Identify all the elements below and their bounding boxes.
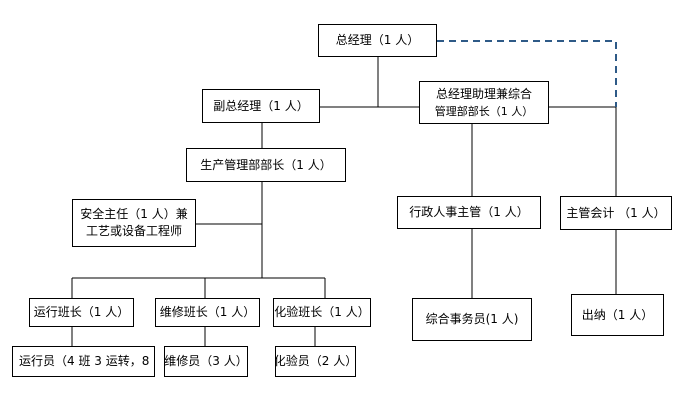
general-manager-label: 总经理（1 人） (335, 33, 420, 47)
box-deputy-gm: 副总经理（1 人） (202, 89, 320, 123)
lab-leader-label: 化验班长（1 人） (274, 305, 370, 319)
safety-director-line2: 工艺或设备工程师 (85, 224, 182, 238)
safety-director-line1: 安全主任（1 人）兼 (80, 207, 188, 221)
gm-assistant-line1: 总经理助理兼综合 (435, 86, 532, 101)
deputy-gm-label: 副总经理（1 人） (213, 98, 309, 113)
box-admin-hr-supervisor: 行政人事主管（1 人） (397, 196, 541, 229)
lab-tech-label: 化验员（2 人） (275, 354, 356, 368)
chief-accountant-label: 主管会计 （1 人） (566, 205, 666, 220)
general-clerk-label: 综合事务员(1 人) (425, 312, 519, 326)
operation-leader-label: 运行班长（1 人） (33, 305, 130, 319)
box-general-clerk: 综合事务员(1 人) (412, 298, 532, 341)
maintenance-leader-label: 维修班长（1 人） (159, 305, 256, 319)
box-operator: 运行员（4 班 3 运转，8 (12, 346, 155, 377)
admin-hr-supervisor-label: 行政人事主管（1 人） (409, 205, 529, 219)
operator-label: 运行员（4 班 3 运转，8 (19, 354, 150, 368)
box-general-manager: 总经理（1 人） (318, 24, 437, 57)
cashier-label: 出纳（1 人） (581, 307, 654, 322)
box-lab-tech: 化验员（2 人） (275, 346, 356, 377)
box-production-head: 生产管理部部长（1 人） (186, 148, 346, 182)
production-head-label: 生产管理部部长（1 人） (200, 157, 332, 172)
maintainer-label: 维修员（3 人） (164, 354, 248, 368)
box-lab-leader: 化验班长（1 人） (273, 298, 371, 327)
box-chief-accountant: 主管会计 （1 人） (560, 196, 672, 230)
box-maintainer: 维修员（3 人） (164, 346, 248, 377)
box-maintenance-leader: 维修班长（1 人） (155, 298, 260, 327)
box-cashier: 出纳（1 人） (571, 294, 664, 336)
box-safety-director: 安全主任（1 人）兼 工艺或设备工程师 (72, 199, 196, 247)
gm-assistant-line2: 管理部部长（1 人） (434, 104, 534, 118)
box-gm-assistant: 总经理助理兼综合 管理部部长（1 人） (419, 81, 549, 124)
dashed-link-gm-accountant (437, 40, 617, 107)
box-operation-leader: 运行班长（1 人） (29, 298, 134, 327)
